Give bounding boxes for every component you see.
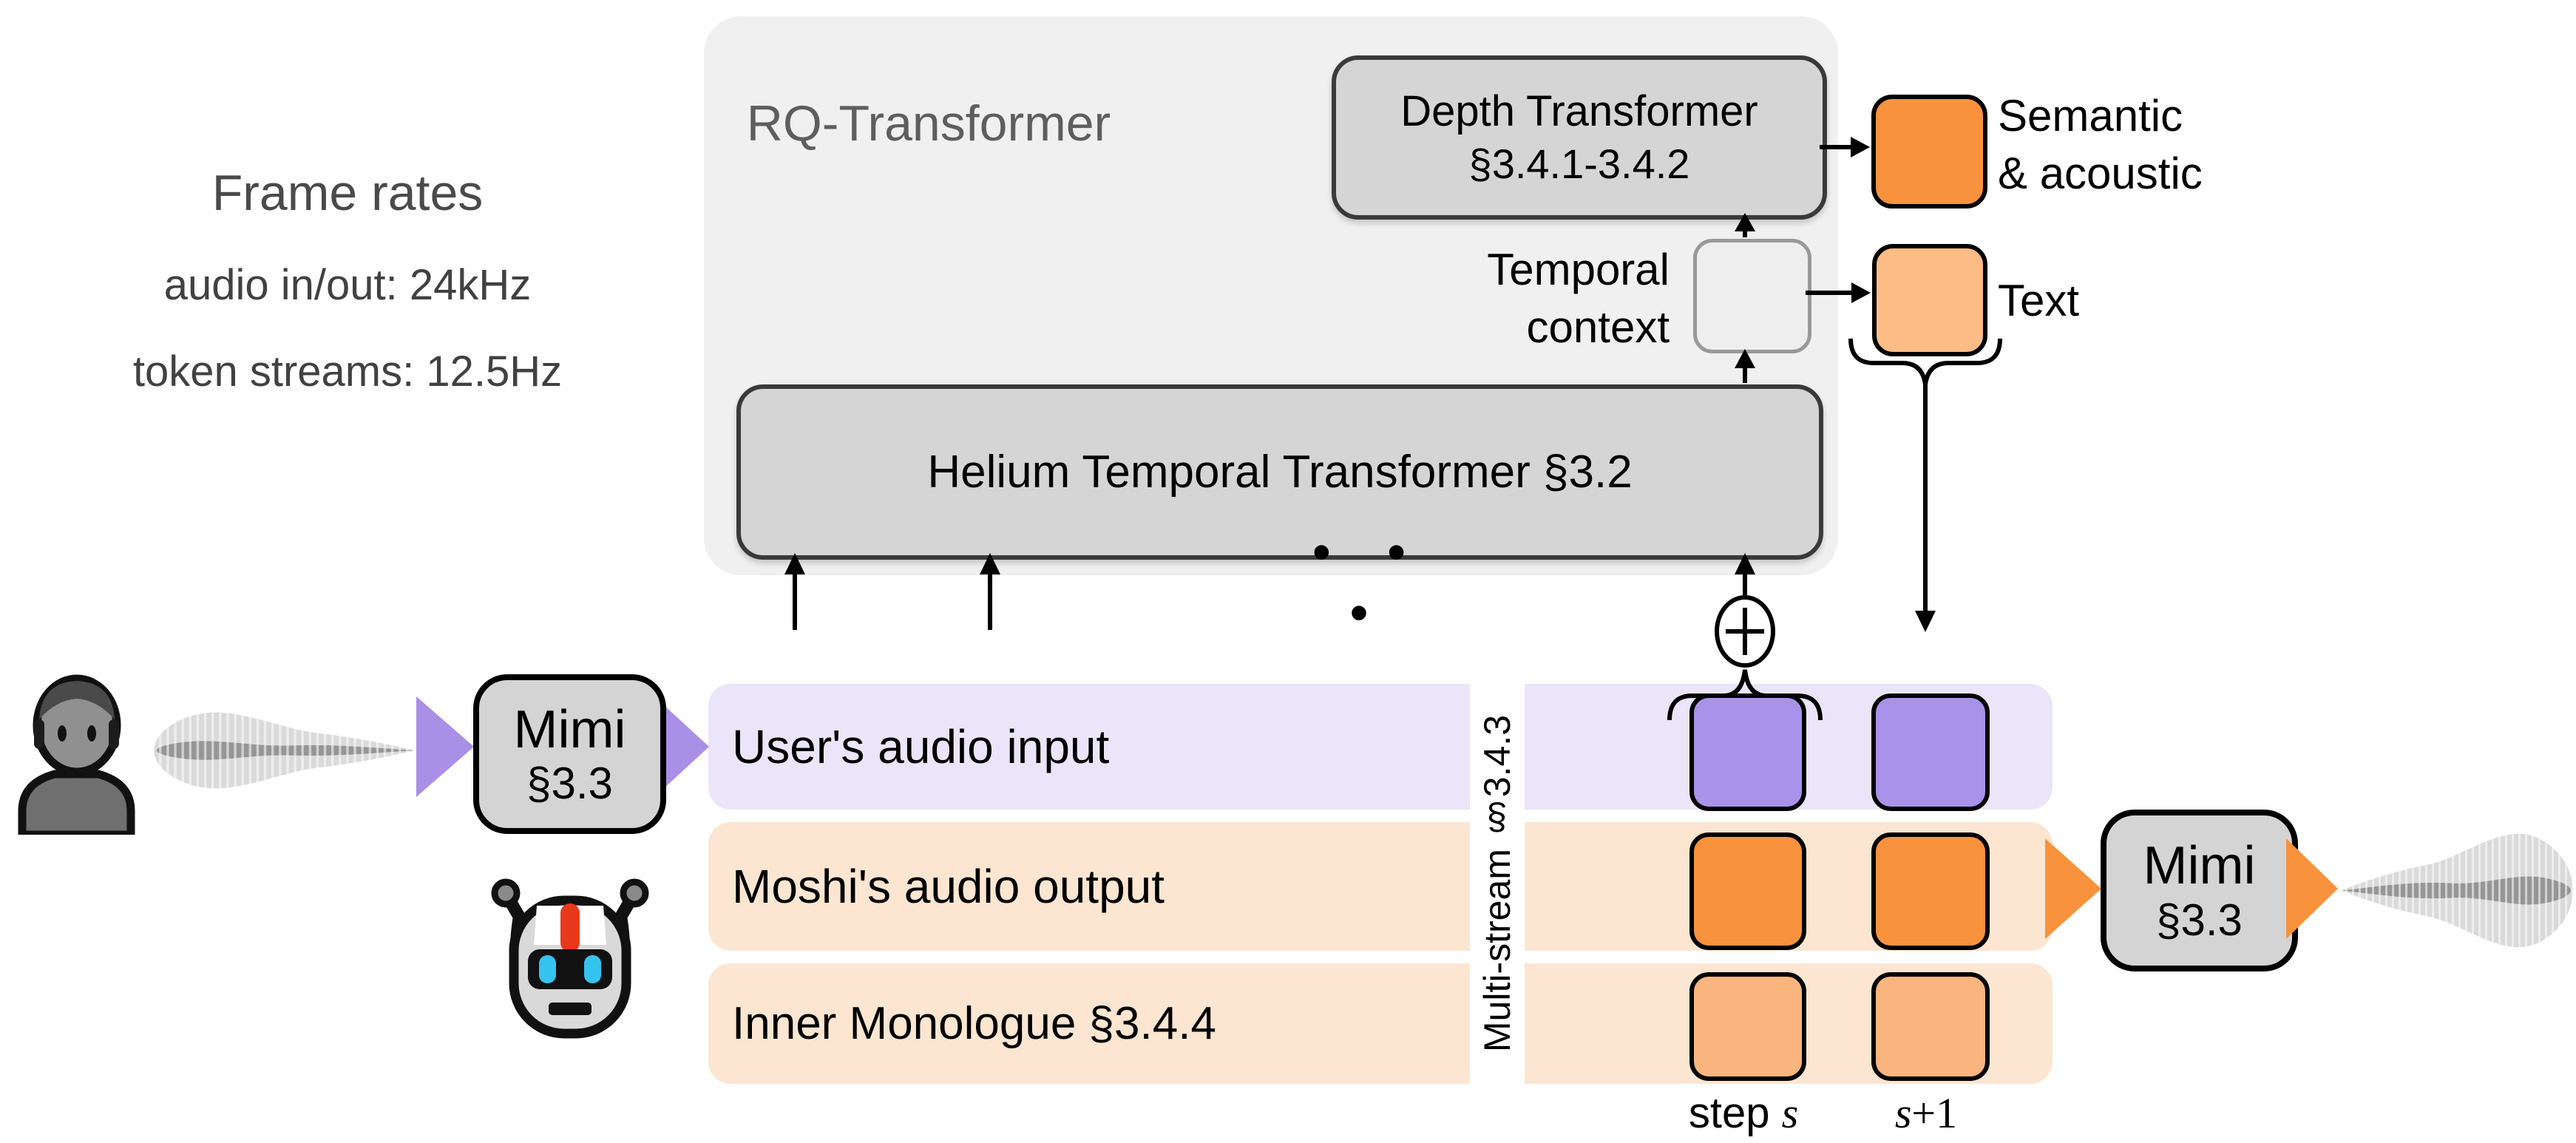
depth-transformer-name: Depth Transformer [1400,87,1758,135]
mimi-encoder-box: Mimi §3.3 [473,674,666,834]
step-s1-label: s+1 [1815,1088,2037,1138]
user-audio-row: User's audio input [708,684,2053,810]
helium-transformer-box: Helium Temporal Transformer §3.2 [736,384,1823,560]
semantic-acoustic-label: Semantic & acoustic [1998,87,2203,203]
mimi-decoder-box: Mimi §3.3 [2101,810,2298,971]
circled-plus-icon [1715,595,1775,668]
step-s1-variable: s [1894,1089,1912,1137]
depth-transformer-section: §3.4.1-3.4.2 [1468,140,1690,188]
rq-transformer-title: RQ-Transformer [746,95,1111,152]
user-bust-icon [18,674,135,835]
multistream-label: Multi-stream §3.4.3 [1477,715,1518,1053]
audio-rate-line: audio in/out: 24kHz [163,261,532,309]
arrow-outputs-to-next-step [1915,384,1936,632]
moshi-audio-row-label: Moshi's audio output [732,860,1165,913]
temporal-context-label: Temporal context [1405,241,1670,356]
semantic-label-line1: Semantic [1998,91,2183,140]
token-moshi-step-s1 [1871,832,1990,950]
temporal-context-line2: context [1526,302,1670,352]
frame-rates-title: Frame rates [211,165,484,221]
purple-triangle-in-icon [416,696,474,797]
step-s-prefix: step [1688,1089,1782,1137]
orange-triangle-out-icon [2286,838,2338,939]
helium-transformer-label: Helium Temporal Transformer §3.2 [927,447,1633,498]
multistream-divider: Multi-stream §3.4.3 [1470,684,1525,1084]
moshi-audio-row: Moshi's audio output [708,822,2053,951]
token-rate-line: token streams: 12.5Hz [132,347,563,396]
mimi-encoder-name: Mimi [513,699,626,759]
mimi-encoder-section: §3.3 [526,759,613,809]
step-s1-suffix: +1 [1911,1089,1958,1137]
user-audio-row-label: User's audio input [732,720,1110,773]
token-user-step-s [1689,693,1806,811]
step-s-variable: s [1781,1089,1799,1137]
text-token [1872,244,1987,356]
inner-monologue-row: Inner Monologue §3.4.4 [708,963,2053,1084]
temporal-context-box [1693,239,1811,353]
waveform-in-icon [154,712,415,789]
ellipsis-dots: • • • [1312,523,1427,642]
token-moshi-step-s [1689,832,1806,950]
inner-monologue-row-label: Inner Monologue §3.4.4 [732,998,1216,1049]
robot-icon [491,878,649,1039]
frame-rates-note: Frame rates audio in/out: 24kHz token st… [96,164,599,433]
token-inner-step-s1 [1871,972,1990,1081]
waveform-out-icon [2342,833,2573,948]
orange-triangle-in-icon [2045,838,2101,939]
text-token-label: Text [1998,276,2080,325]
step-s-label: step s [1633,1088,1854,1138]
purple-triangle-out-icon [654,696,709,797]
temporal-context-line1: Temporal [1487,245,1670,294]
mimi-decoder-section: §3.3 [2156,895,2243,945]
depth-transformer-box: Depth Transformer §3.4.1-3.4.2 [1332,55,1827,220]
semantic-acoustic-token [1871,95,1987,208]
token-inner-step-s [1689,972,1806,1081]
token-user-step-s1 [1871,693,1990,811]
mimi-decoder-name: Mimi [2143,836,2256,896]
semantic-label-line2: & acoustic [1998,149,2203,198]
